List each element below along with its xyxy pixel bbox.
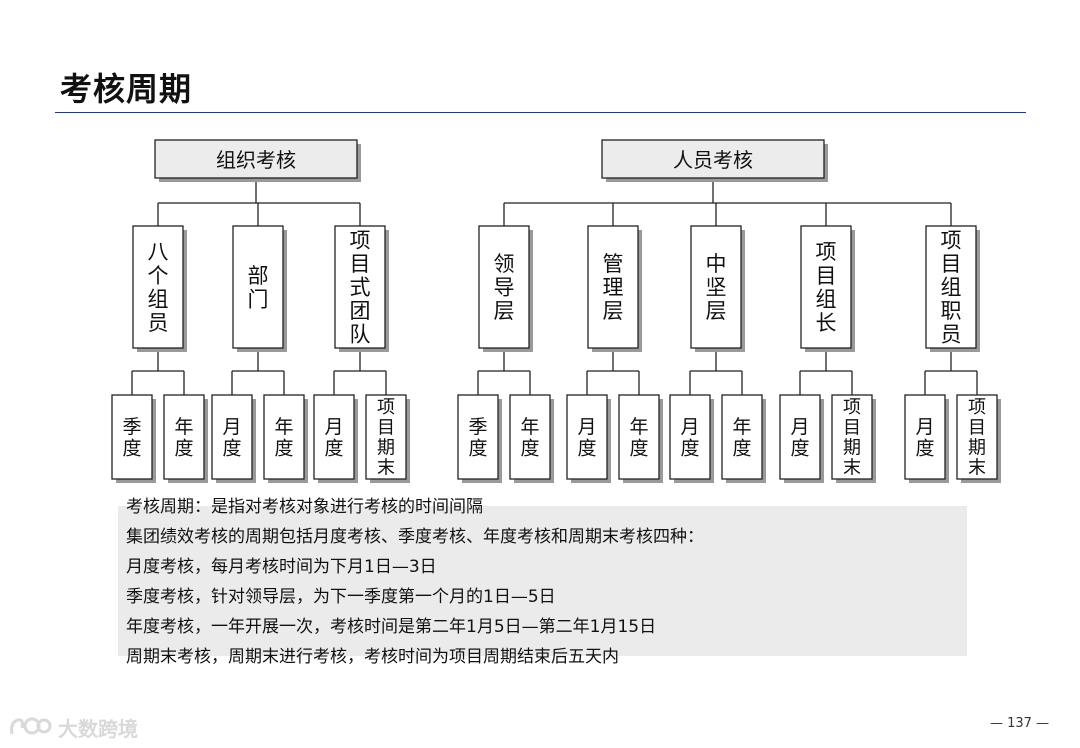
people-mid-node-0: 领导层 — [478, 225, 533, 352]
people-mid-node-4: 项目组职员 — [925, 225, 980, 352]
description-line-4: 季度考核，针对领导层，为下一季度第一个月的1日—5日 — [126, 587, 556, 607]
page-title: 考核周期 — [60, 70, 193, 108]
people-leaf-label-3-0: 月度 — [790, 416, 809, 459]
org-leaf-node-0-1: 年度 — [163, 394, 208, 483]
people-mid-label-2: 中坚层 — [706, 252, 727, 323]
org-leaf-node-2-0: 月度 — [313, 394, 358, 483]
people-root-label: 人员考核 — [673, 148, 753, 172]
people-leaf-node-3-0: 月度 — [779, 394, 824, 483]
watermark-text: 大数跨境 — [58, 716, 138, 741]
people-leaf-label-2-1: 年度 — [732, 416, 751, 459]
people-mid-node-1: 管理层 — [587, 225, 642, 352]
org-leaf-label-1-1: 年度 — [274, 416, 293, 459]
org-leaf-node-2-1: 项目期末 — [365, 394, 410, 483]
people-mid-label-3: 项目组长 — [816, 240, 837, 335]
people-leaf-label-1-1: 年度 — [629, 416, 648, 459]
people-leaf-node-4-0: 月度 — [904, 394, 949, 483]
description-line-5: 年度考核，一年开展一次，考核时间是第二年1月5日—第二年1月15日 — [126, 617, 657, 637]
people-mid-node-2: 中坚层 — [690, 225, 745, 352]
people-leaf-node-4-1: 项目期末 — [956, 394, 1001, 483]
watermark-logo-icon — [10, 717, 52, 735]
people-leaf-label-4-1: 项目期末 — [968, 397, 986, 478]
people-leaf-node-0-0: 季度 — [457, 394, 502, 483]
people-leaf-node-1-1: 年度 — [618, 394, 663, 483]
org-leaf-label-2-0: 月度 — [324, 416, 343, 459]
people-leaf-label-0-0: 季度 — [468, 416, 487, 459]
description-line-2: 集团绩效考核的周期包括月度考核、季度考核、年度考核和周期末考核四种： — [126, 527, 704, 547]
people-root-node: 人员考核 — [601, 139, 828, 182]
watermark: 大数跨境 — [8, 712, 138, 742]
org-leaf-label-0-0: 季度 — [122, 416, 141, 459]
org-leaf-label-1-0: 月度 — [222, 416, 241, 459]
people-leaf-label-1-0: 月度 — [577, 416, 596, 459]
org-root-node: 组织考核 — [154, 139, 361, 182]
org-mid-label-2: 项目式团队 — [350, 228, 371, 346]
people-leaf-label-2-0: 月度 — [680, 416, 699, 459]
people-mid-node-3: 项目组长 — [800, 225, 855, 352]
org-root-label: 组织考核 — [216, 148, 296, 172]
people-leaf-label-0-1: 年度 — [520, 416, 539, 459]
org-mid-node-0: 八个组员 — [132, 225, 187, 352]
people-mid-label-1: 管理层 — [603, 252, 624, 323]
description-block: 考核周期：是指对考核对象进行考核的时间间隔 集团绩效考核的周期包括月度考核、季度… — [118, 492, 968, 672]
description-line-6: 周期末考核，周期末进行考核，考核时间为项目周期结束后五天内 — [126, 647, 619, 667]
people-leaf-label-3-1: 项目期末 — [843, 397, 861, 478]
description-line-3: 月度考核，每月考核时间为下月1日—3日 — [126, 557, 437, 577]
people-leaf-label-4-0: 月度 — [915, 416, 934, 459]
org-leaf-node-1-0: 月度 — [211, 394, 256, 483]
org-leaf-label-0-1: 年度 — [174, 416, 193, 459]
description-shade — [118, 506, 967, 656]
description-line-1: 考核周期：是指对考核对象进行考核的时间间隔 — [126, 497, 483, 517]
org-leaf-node-0-0: 季度 — [111, 394, 156, 483]
org-mid-node-1: 部门 — [232, 225, 287, 352]
org-mid-node-2: 项目式团队 — [334, 225, 389, 352]
people-leaf-node-2-1: 年度 — [721, 394, 766, 483]
people-leaf-node-1-0: 月度 — [566, 394, 611, 483]
people-leaf-node-2-0: 月度 — [669, 394, 714, 483]
org-leaf-node-1-1: 年度 — [263, 394, 308, 483]
people-leaf-node-3-1: 项目期末 — [831, 394, 876, 483]
org-mid-label-1: 部门 — [248, 264, 269, 312]
org-leaf-label-2-1: 项目期末 — [377, 397, 395, 478]
page-number: — 137 — — [990, 716, 1050, 731]
people-leaf-node-0-1: 年度 — [509, 394, 554, 483]
org-mid-label-0: 八个组员 — [148, 240, 169, 335]
people-mid-label-4: 项目组职员 — [941, 228, 962, 346]
title-divider — [55, 112, 1026, 113]
people-mid-label-0: 领导层 — [494, 252, 515, 323]
